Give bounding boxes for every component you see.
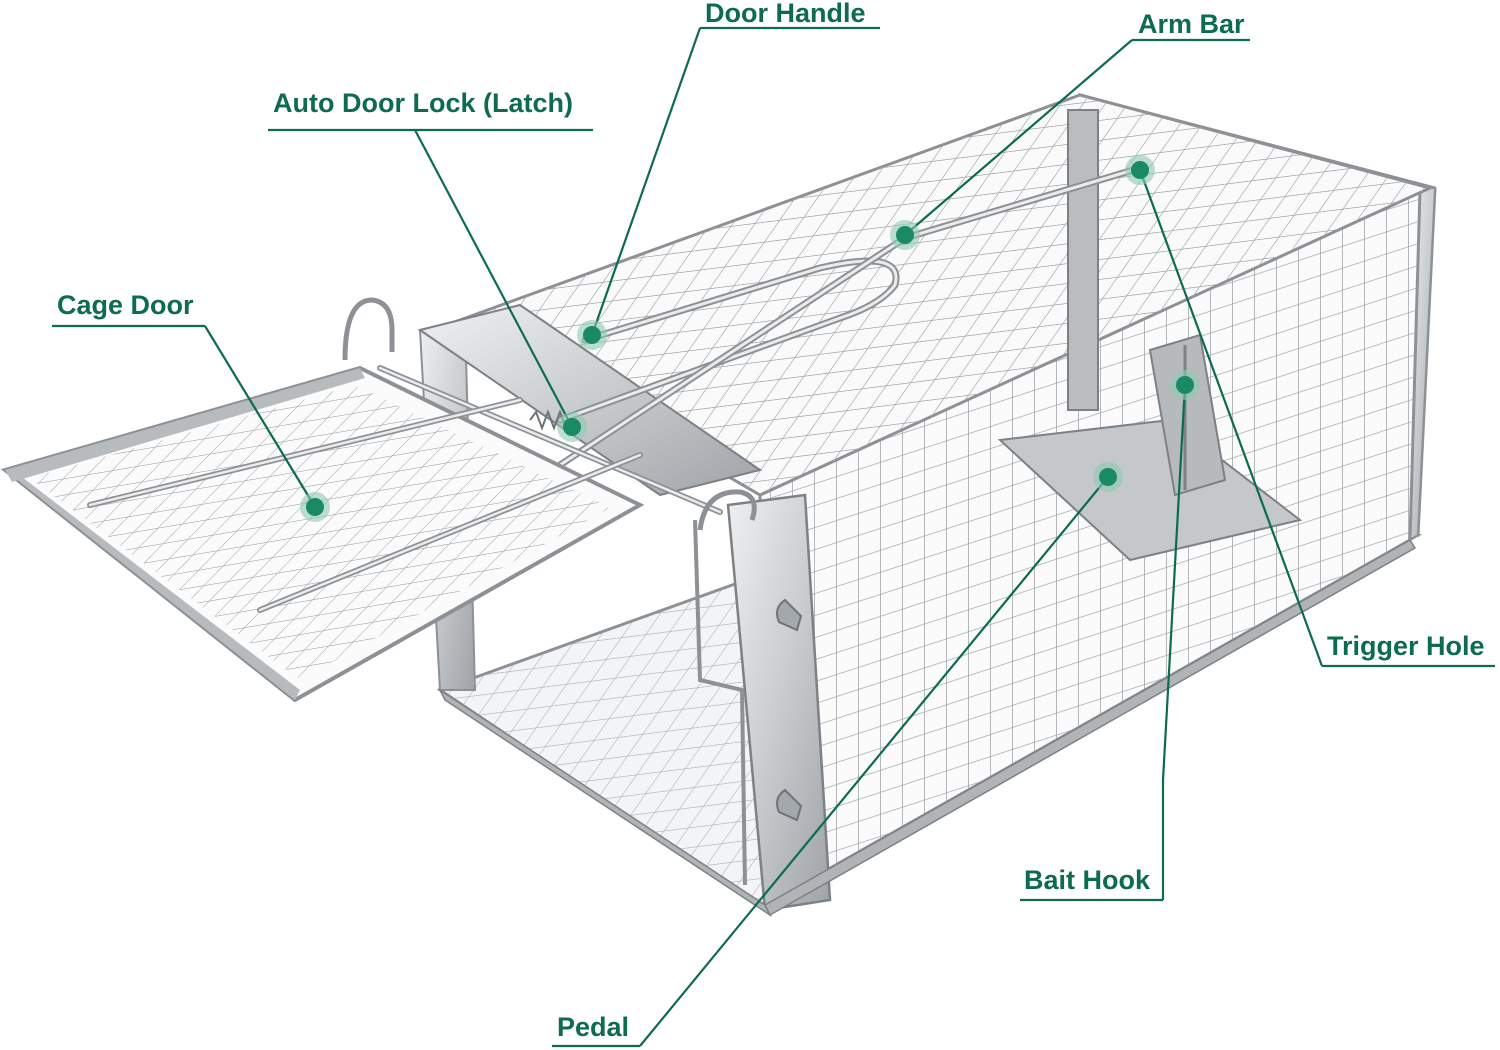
leader-line-arm-bar (904, 39, 1133, 236)
callout-auto-door-lock: Auto Door Lock (Latch) (268, 88, 593, 442)
callout-bait-hook: Bait Hook (1020, 370, 1200, 902)
marker-dot-cage-door (306, 498, 324, 516)
top-latch-plate (417, 303, 763, 497)
label-auto-door-lock: Auto Door Lock (Latch) (273, 88, 573, 118)
label-bait-hook: Bait Hook (1024, 865, 1151, 895)
marker-dot-pedal (1099, 468, 1117, 486)
marker-dot-auto-door-lock (563, 418, 581, 436)
marker-dot-bait-hook (1176, 376, 1194, 394)
callout-cage-door: Cage Door (52, 290, 330, 522)
trigger-plate (1148, 333, 1227, 497)
label-trigger-hole: Trigger Hole (1327, 631, 1485, 661)
cage-corner-post (726, 493, 832, 912)
cage-illustration (0, 93, 1437, 918)
leader-line-bait-hook (1161, 384, 1187, 900)
callout-door-handle: Door Handle (577, 0, 880, 350)
leader-line-cage-door (204, 325, 316, 508)
leader-line-pedal (639, 476, 1109, 1047)
callout-arm-bar: Arm Bar (890, 9, 1250, 250)
label-pedal: Pedal (557, 1012, 629, 1042)
label-arm-bar: Arm Bar (1138, 9, 1245, 39)
marker-dot-trigger-hole (1131, 161, 1149, 179)
leader-line-auto-door-lock (414, 129, 573, 428)
leader-line-trigger-hole (1138, 169, 1324, 667)
pedal-plate (997, 418, 1303, 562)
marker-dot-arm-bar (896, 226, 914, 244)
callout-pedal: Pedal (552, 462, 1123, 1048)
marker-dot-door-handle (583, 326, 601, 344)
label-cage-door: Cage Door (57, 290, 194, 320)
label-door-handle: Door Handle (705, 0, 866, 28)
leader-line-door-handle (590, 27, 702, 336)
callout-trigger-hole: Trigger Hole (1125, 155, 1495, 668)
